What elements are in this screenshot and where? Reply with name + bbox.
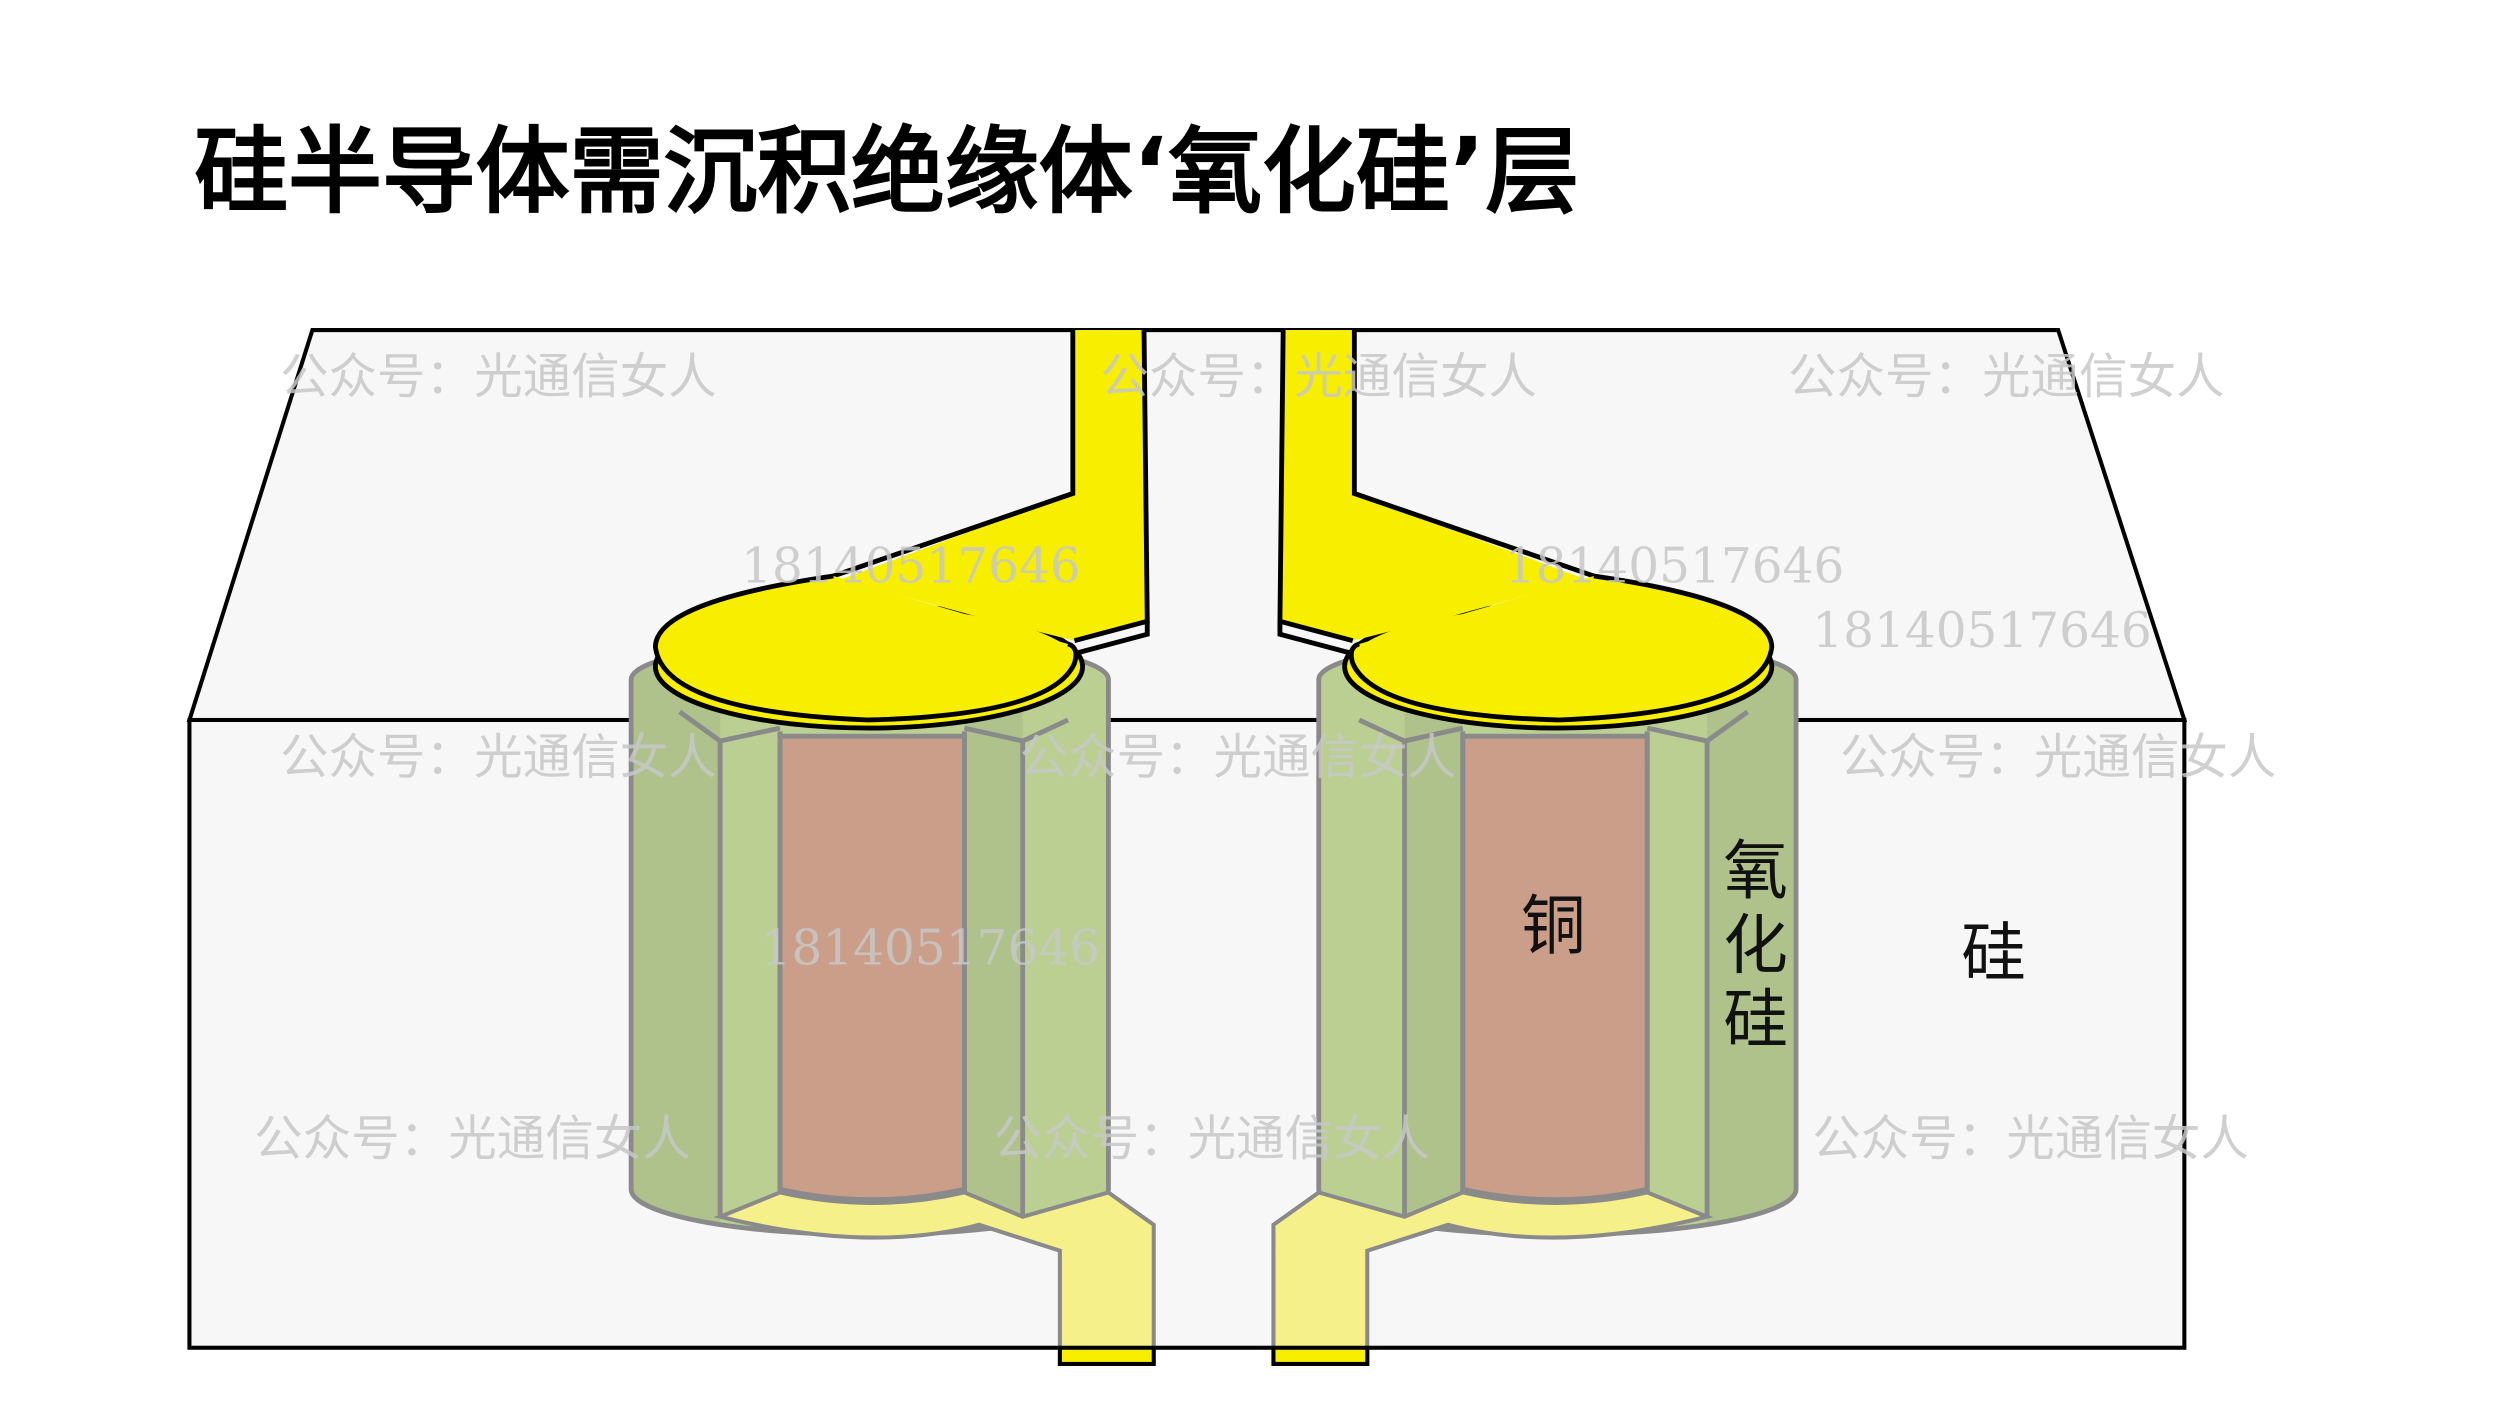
- label-oxide-2: 化: [1723, 909, 1788, 984]
- label-silicon: 硅: [1961, 917, 2026, 992]
- watermark-account: 公众号：光通信女人: [994, 1111, 1431, 1167]
- silicon-front-face: [187, 717, 2187, 1350]
- watermark-account: 公众号：光通信女人: [254, 1111, 691, 1167]
- watermark-phone: 18140517646: [741, 538, 1081, 594]
- watermark-account: 公众号：光通信女人: [1788, 349, 2225, 405]
- watermarks: 公众号：光通信女人 公众号：光通信女人 公众号：光通信女人 公众号：光通信女人 …: [254, 349, 2276, 1167]
- watermark-phone: 18140517646: [1505, 538, 1845, 594]
- watermark-account: 公众号：光通信女人: [1840, 729, 2277, 785]
- watermark-phone: 18140517646: [1812, 603, 2152, 659]
- watermark-phone: 18140517646: [761, 920, 1101, 976]
- watermark-account: 公众号：光通信女人: [1100, 349, 1537, 405]
- watermark-account: 公众号：光通信女人: [280, 729, 717, 785]
- label-oxide-1: 氧: [1723, 834, 1788, 909]
- watermark-account: 公众号：光通信女人: [1019, 729, 1456, 785]
- label-copper: 铜: [1521, 889, 1586, 964]
- watermark-account: 公众号：光通信女人: [1812, 1111, 2249, 1167]
- watermark-account: 公众号：光通信女人: [280, 349, 717, 405]
- page-title: 硅半导体需沉积绝缘体‘氧化硅’层: [194, 118, 1579, 227]
- label-oxide-3: 硅: [1723, 983, 1788, 1058]
